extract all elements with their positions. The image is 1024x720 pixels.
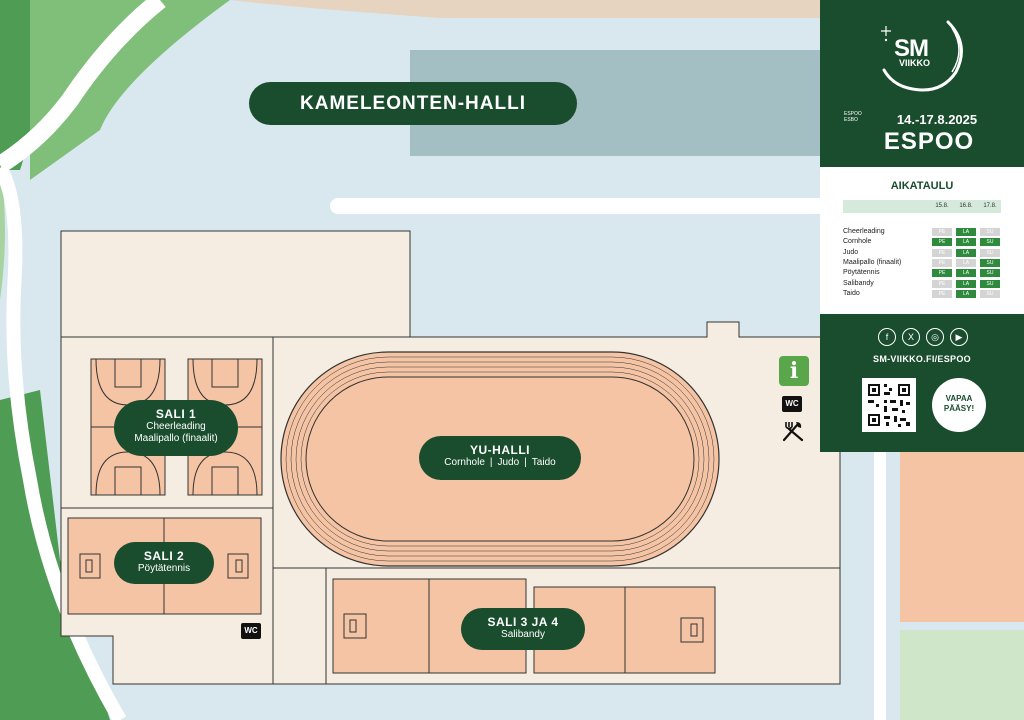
schedule-day-cell: PE bbox=[932, 289, 952, 298]
sali34-courts bbox=[332, 578, 716, 674]
yuhalli-title: YU-HALLI bbox=[470, 443, 530, 457]
schedule-row: Judo PE LA SU bbox=[843, 248, 1001, 258]
sali34-label: SALI 3 JA 4 Salibandy bbox=[461, 608, 585, 650]
sali2-label: SALI 2 Pöytätennis bbox=[114, 542, 214, 584]
panel-footer: f X ◎ ▶ SM-VIIKKO.FI/ESPOO VAPAA PÄÄSY! bbox=[820, 314, 1024, 452]
schedule-day-cell: LA bbox=[956, 238, 976, 247]
youtube-icon[interactable]: ▶ bbox=[950, 328, 968, 346]
facebook-icon[interactable]: f bbox=[878, 328, 896, 346]
day-date-3: 17.8. bbox=[983, 203, 997, 209]
info-icon: i bbox=[779, 356, 809, 386]
sali1-sport-2: Maalipallo (finaalit) bbox=[134, 433, 218, 444]
schedule-sport: Taido bbox=[843, 289, 860, 297]
schedule-row: Cornhole PE LA SU bbox=[843, 237, 1001, 247]
schedule-title: AIKATAULU bbox=[890, 180, 954, 192]
schedule-day-cell: LA bbox=[956, 279, 976, 288]
website-link[interactable]: SM-VIIKKO.FI/ESPOO bbox=[873, 354, 971, 364]
sali34-title: SALI 3 JA 4 bbox=[487, 615, 559, 629]
sali1-label: SALI 1 Cheerleading Maalipallo (finaalit… bbox=[114, 400, 238, 456]
schedule-day-cell: SU bbox=[980, 269, 1000, 278]
sali2-sport-1: Pöytätennis bbox=[137, 563, 191, 574]
free-entry-badge: VAPAA PÄÄSY! bbox=[932, 378, 986, 432]
restaurant-icon bbox=[782, 422, 804, 442]
schedule-row: Cheerleading PE LA SU bbox=[843, 227, 1001, 237]
schedule-day-cell: LA bbox=[956, 258, 976, 267]
badge-line-1: VAPAA bbox=[945, 394, 973, 403]
info-panel: SM VIIKKO ESPOO ESBO 14.-17.8.2025 ESPOO… bbox=[820, 0, 1024, 452]
schedule-day-cell: SU bbox=[980, 228, 1000, 236]
sali2-title: SALI 2 bbox=[143, 549, 185, 563]
yuhalli-sport-judo: Judo bbox=[497, 457, 520, 468]
schedule-day-cell: SU bbox=[980, 258, 1000, 267]
event-dates: 14.-17.8.2025 bbox=[896, 112, 978, 127]
schedule-day-cell: SU bbox=[980, 238, 1000, 247]
schedule-header: 15.8. 16.8. 17.8. bbox=[843, 200, 1001, 213]
sali1-title: SALI 1 bbox=[155, 407, 197, 421]
sali34-sport-1: Salibandy bbox=[501, 629, 545, 640]
espoo-city-logo: ESPOO ESBO bbox=[844, 111, 862, 123]
schedule-day-cell: SU bbox=[980, 289, 1000, 298]
schedule-table: AIKATAULU 15.8. 16.8. 17.8. Cheerleading… bbox=[820, 167, 1024, 314]
sali1-sport-1: Cheerleading bbox=[146, 421, 206, 432]
instagram-icon[interactable]: ◎ bbox=[926, 328, 944, 346]
schedule-day-cell: PE bbox=[932, 258, 952, 267]
wc-icon: WC bbox=[241, 623, 261, 639]
land-area bbox=[230, 0, 820, 18]
schedule-day-cell: LA bbox=[956, 289, 976, 298]
schedule-row: Salibandy PE LA SU bbox=[843, 279, 1001, 289]
panel-header: SM VIIKKO ESPOO ESBO 14.-17.8.2025 ESPOO bbox=[820, 0, 1024, 167]
schedule-day-cell: SU bbox=[980, 279, 1000, 288]
right-area bbox=[900, 452, 1024, 622]
qr-code[interactable] bbox=[862, 378, 916, 432]
schedule-day-cell: PE bbox=[932, 248, 952, 257]
schedule-sport: Pöytätennis bbox=[843, 269, 880, 277]
schedule-day-cell: LA bbox=[956, 228, 976, 236]
day-date-2: 16.8. bbox=[959, 203, 973, 209]
schedule-day-cell: PE bbox=[932, 228, 952, 236]
yuhalli-sports: Cornhole|Judo|Taido bbox=[444, 457, 556, 468]
yuhalli-sport-cornhole: Cornhole bbox=[444, 457, 485, 468]
sm-viikko-logo bbox=[881, 20, 963, 92]
schedule-day-cell: PE bbox=[932, 279, 952, 288]
schedule-row: Maalipallo (finaalit) PE LA SU bbox=[843, 258, 1001, 268]
logo-text-sm: SM bbox=[894, 35, 929, 62]
schedule-sport: Salibandy bbox=[843, 279, 874, 287]
yuhalli-sport-taido: Taido bbox=[531, 457, 556, 468]
x-icon[interactable]: X bbox=[902, 328, 920, 346]
schedule-day-cell: PE bbox=[932, 269, 952, 278]
schedule-row: Taido PE LA SU bbox=[843, 289, 1001, 299]
yuhalli-label: YU-HALLI Cornhole|Judo|Taido bbox=[419, 436, 581, 480]
event-city: ESPOO bbox=[883, 128, 975, 155]
schedule-sport: Cornhole bbox=[843, 238, 872, 246]
wc-icon: WC bbox=[782, 396, 802, 412]
schedule-sport: Judo bbox=[843, 248, 859, 256]
logo-text-viikko: VIIKKO bbox=[899, 58, 931, 68]
schedule-row: Pöytätennis PE LA SU bbox=[843, 268, 1001, 278]
schedule-day-cell: PE bbox=[932, 238, 952, 247]
schedule-sport: Cheerleading bbox=[843, 228, 885, 235]
schedule-day-cell: LA bbox=[956, 248, 976, 257]
day-date-1: 15.8. bbox=[935, 203, 949, 209]
schedule-sport: Maalipallo (finaalit) bbox=[843, 258, 902, 266]
schedule-day-cell: LA bbox=[956, 269, 976, 278]
hall-name-label: KAMELEONTEN-HALLI bbox=[249, 82, 577, 125]
badge-line-2: PÄÄSY! bbox=[943, 404, 975, 413]
schedule-day-cell: SU bbox=[980, 248, 1000, 257]
